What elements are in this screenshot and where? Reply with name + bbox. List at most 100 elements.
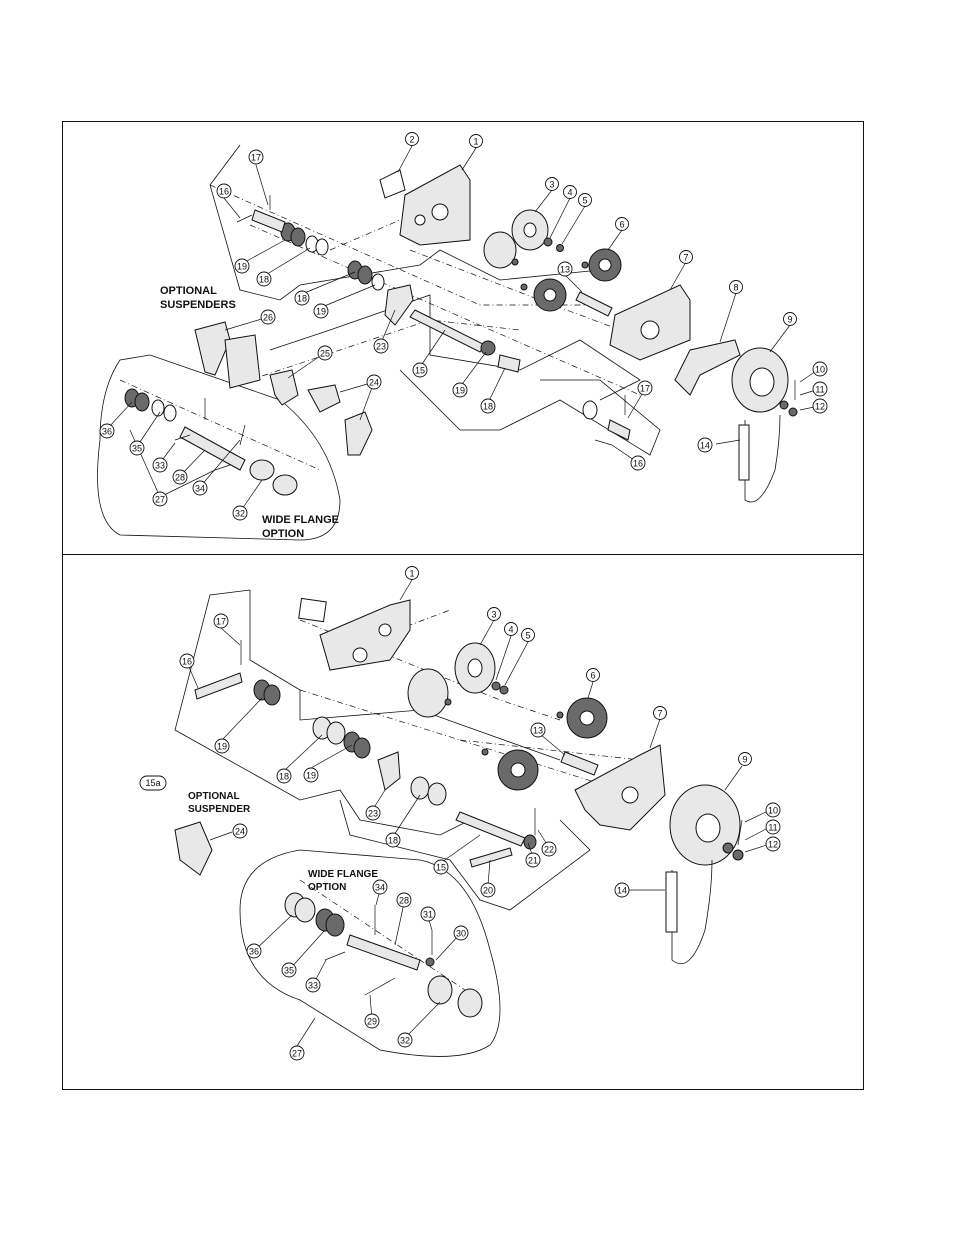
svg-text:16: 16 [219,187,229,197]
svg-text:7: 7 [657,709,662,719]
callout-1: 1 [469,134,483,148]
callout-18b: 18 [294,290,310,306]
callout-2: 2 [405,132,419,146]
callout-3: 3 [545,177,559,191]
callout-16c: 16 [179,653,195,669]
svg-text:11: 11 [815,385,824,395]
callout-18e: 18 [385,832,401,848]
bottom-panel: 1 17 3 4 5 16 6 7 19 13 18 19 9 15a 23 1… [139,566,781,1061]
svg-text:18: 18 [279,772,289,782]
callout-13: 13 [557,261,573,277]
callout-17c: 17 [213,613,229,629]
callout-16: 16 [216,183,232,199]
callout-19e: 19 [303,767,319,783]
callout-29: 29 [364,1013,380,1029]
svg-text:14: 14 [700,441,710,451]
svg-text:23: 23 [376,342,386,352]
callout-22: 22 [541,841,557,857]
optional-suspender-label-1: OPTIONAL [188,791,240,802]
callout-28: 28 [172,469,188,485]
optional-suspenders-label-2: SUSPENDERS [160,299,236,311]
svg-text:18: 18 [259,275,269,285]
svg-text:18: 18 [388,836,398,846]
callout-19a: 19 [234,258,250,274]
svg-text:35: 35 [132,444,142,454]
callout-16b: 16 [630,455,646,471]
svg-text:17: 17 [251,153,261,163]
callout-18d: 18 [276,768,292,784]
callout-5b: 5 [521,628,535,642]
callout-34b: 34 [372,879,388,895]
svg-text:10: 10 [815,365,825,375]
callout-17b: 17 [637,380,653,396]
svg-text:34: 34 [375,883,385,893]
svg-text:29: 29 [367,1017,377,1027]
wide-flange-label-2: OPTION [262,528,304,540]
svg-text:23: 23 [368,809,378,819]
optional-suspender-label-2: SUSPENDER [188,804,251,815]
callout-24: 24 [366,374,382,390]
svg-text:13: 13 [560,265,570,275]
callout-10: 10 [812,361,828,377]
svg-text:5: 5 [582,196,587,206]
svg-text:19: 19 [306,771,316,781]
callout-7b: 7 [653,706,667,720]
callout-13b: 13 [530,722,546,738]
svg-text:19: 19 [455,386,465,396]
callout-27b: 27 [289,1045,305,1061]
callout-34: 34 [192,480,208,496]
svg-text:9: 9 [787,315,792,325]
svg-text:17: 17 [216,617,226,627]
svg-text:33: 33 [155,461,165,471]
callout-28b: 28 [396,892,412,908]
svg-text:24: 24 [235,827,245,837]
callout-15: 15 [412,362,428,378]
callout-8: 8 [729,280,743,294]
svg-text:30: 30 [456,929,466,939]
svg-text:34: 34 [195,484,205,494]
svg-text:4: 4 [508,625,513,635]
svg-text:12: 12 [768,840,778,850]
svg-text:11: 11 [768,823,777,833]
svg-text:10: 10 [768,806,778,816]
callout-12b: 12 [765,836,781,852]
panel-divider [62,554,864,555]
svg-text:16: 16 [182,657,192,667]
svg-text:14: 14 [617,886,627,896]
top-panel: 2 1 17 16 3 4 5 19 18 6 13 7 8 9 18 19 2… [97,132,828,541]
callout-33b: 33 [305,977,321,993]
svg-text:24: 24 [369,378,379,388]
callout-18c: 18 [480,398,496,414]
svg-text:22: 22 [544,845,554,855]
callout-32: 32 [232,505,248,521]
svg-text:3: 3 [491,610,496,620]
svg-text:3: 3 [549,180,554,190]
callout-6: 6 [615,217,629,231]
optional-suspenders-label-1: OPTIONAL [160,285,217,297]
svg-text:19: 19 [237,262,247,272]
bottom-callouts: 1 17 3 4 5 16 6 7 19 13 18 19 9 15a 23 1… [139,566,781,1061]
callout-15a: 15a [139,775,167,791]
callout-23: 23 [373,338,389,354]
svg-text:15: 15 [436,863,446,873]
svg-text:18: 18 [297,294,307,304]
svg-text:36: 36 [249,947,259,957]
svg-text:21: 21 [528,856,538,866]
svg-text:35: 35 [284,966,294,976]
callout-27: 27 [152,491,168,507]
callout-26: 26 [260,309,276,325]
svg-text:17: 17 [640,384,650,394]
svg-text:20: 20 [483,886,493,896]
svg-text:25: 25 [320,349,330,359]
callout-21: 21 [525,852,541,868]
wide-flange-label-4: OPTION [308,882,346,893]
svg-text:19: 19 [316,307,326,317]
svg-text:32: 32 [400,1036,410,1046]
svg-text:8: 8 [733,283,738,293]
diagram-frame [62,121,864,1090]
callout-17: 17 [248,149,264,165]
callout-11: 11 [812,381,828,397]
callout-7: 7 [679,250,693,264]
svg-text:27: 27 [292,1049,302,1059]
callout-36: 36 [99,423,115,439]
